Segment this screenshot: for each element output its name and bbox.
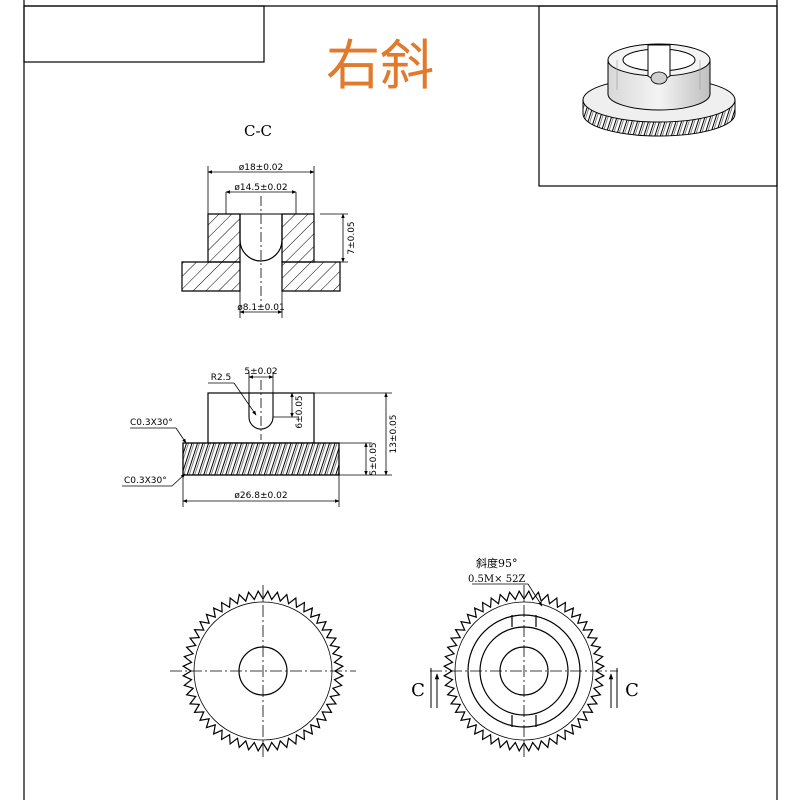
chamfer-bottom-label: C0.3X30° [124,476,167,486]
chamfer-top-label: C0.3X30° [130,418,173,428]
cut-mark-left: C [411,680,425,701]
side-view [182,380,340,476]
front-view-bore [238,646,288,696]
cut-marks [430,668,618,708]
dim-slot-radius: R2.5 [211,373,232,383]
front-view-centerlines [170,585,356,758]
dim-outer-diameter: ø18±0.02 [239,163,284,173]
dim-bore-diameter: ø8.1±0.01 [237,303,284,313]
isometric-view [582,43,736,137]
drawing-title: 右斜 [326,34,434,97]
dim-inner-diameter: ø14.5±0.02 [234,183,287,193]
section-view [181,196,341,306]
title-block-box [23,5,265,63]
sheet-frame [23,0,778,800]
gear-teeth-band [182,442,340,476]
gear-spec-leader [472,583,543,607]
iso-view-box [538,5,778,187]
dim-gear-diameter: ø26.8±0.02 [234,491,287,501]
section-label: C-C [244,122,272,140]
dim-hub-height: 7±0.05 [347,221,357,254]
dim-total-height: 13±0.05 [389,414,399,453]
dim-gear-height: 5±0.05 [369,442,379,475]
side-dimensions [122,372,392,507]
cut-mark-right: C [625,680,639,701]
rear-view-centerlines [430,585,618,758]
dim-slot-depth: 6±0.05 [295,395,305,428]
dim-slot-width: 5±0.02 [244,367,277,377]
section-dimensions [207,166,348,318]
helix-angle-label: 斜度95° [476,556,518,570]
module-teeth-label: 0.5M× 52Z [468,574,525,585]
